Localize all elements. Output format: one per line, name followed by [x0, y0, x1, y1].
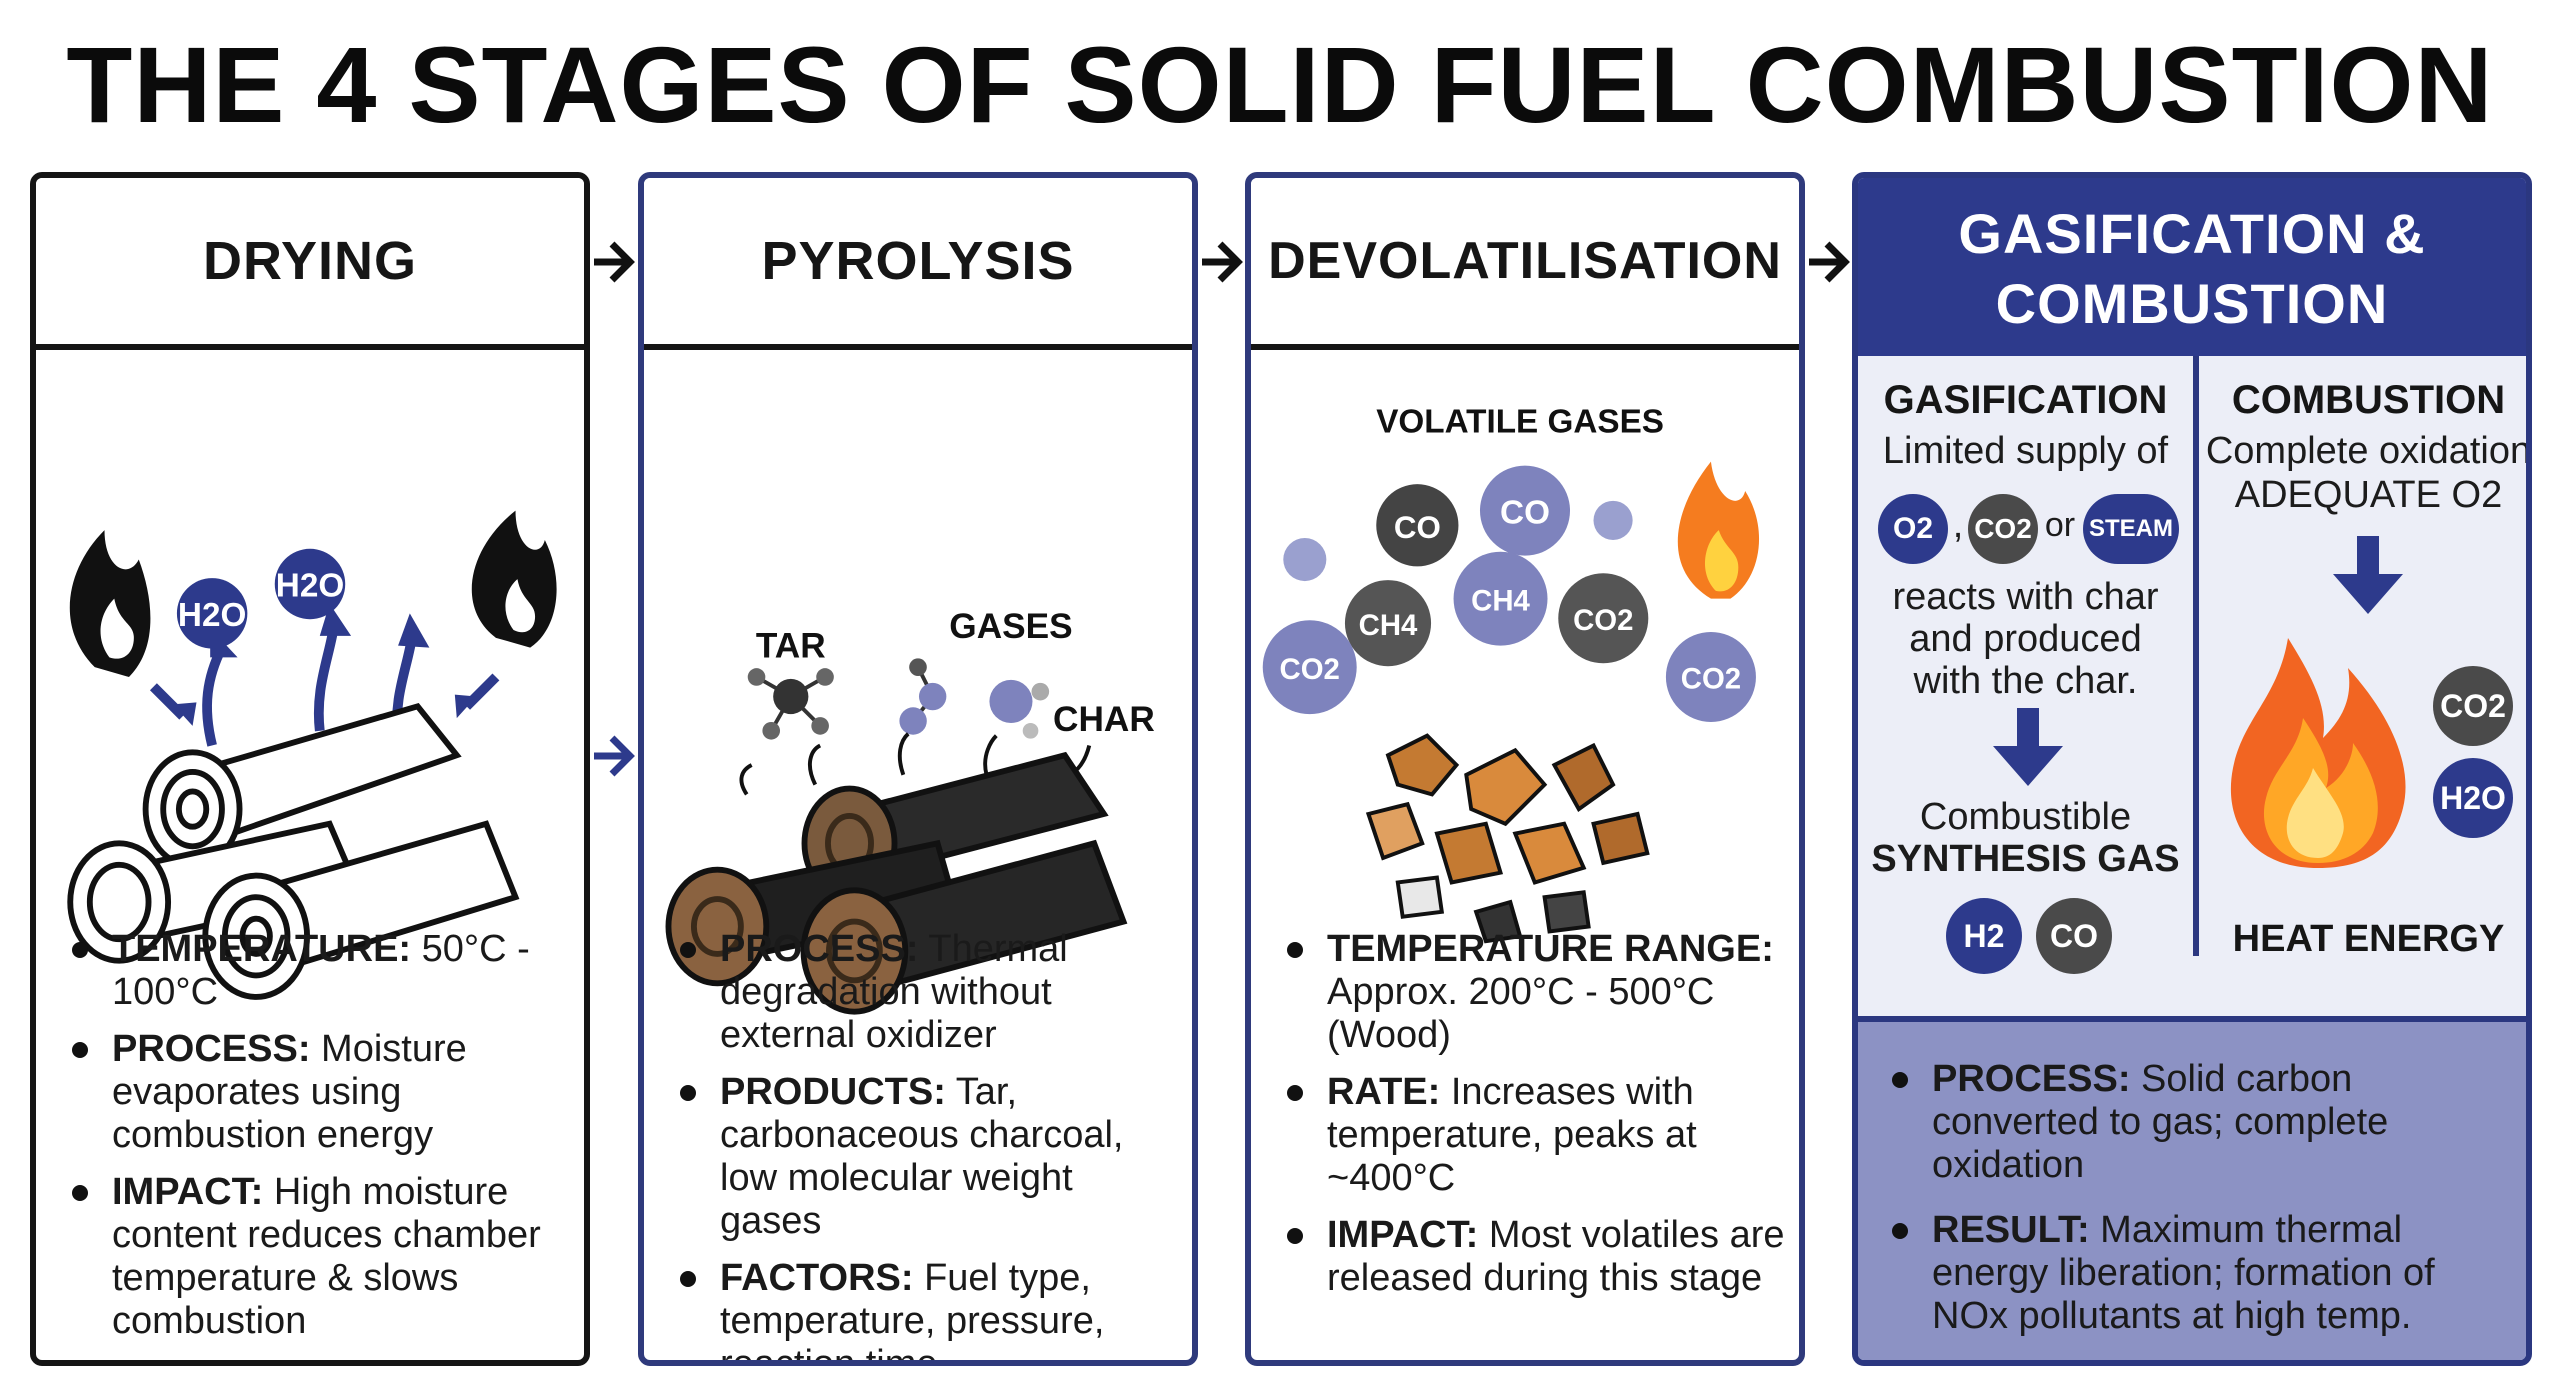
molecule-label: CH4: [1359, 609, 1418, 642]
stage-devolatilisation-panel: DEVOLATILISATION VOLATILE GASES CO CO CH…: [1245, 172, 1805, 1366]
flame-icon: [471, 510, 557, 648]
molecule-label: CO2: [1681, 663, 1741, 696]
h2-molecule: H2: [1946, 898, 2022, 974]
molecule-label: CO2: [1573, 604, 1633, 637]
gasification-output-line2: SYNTHESIS GAS: [1871, 838, 2180, 880]
arrow-right-icon: [594, 241, 635, 283]
list-item: PROCESS: Moisture evaporates using combu…: [66, 1028, 570, 1157]
co-molecule: CO: [2036, 898, 2112, 974]
arrow-right-icon: [1202, 241, 1243, 283]
combustion-line1: Complete oxidation: [2205, 430, 2532, 472]
tar-label: TAR: [756, 626, 826, 665]
molecule-label: CO: [1500, 494, 1550, 531]
molecule-label: CH4: [1471, 584, 1530, 617]
gasification-description: reacts with char and produced with the c…: [1892, 576, 2159, 702]
pyrolysis-illustration: TAR GASES CHAR: [665, 607, 1155, 1015]
char-label: CHAR: [1053, 700, 1155, 739]
flame-icon: [1677, 461, 1760, 599]
flame-icon: [2230, 638, 2406, 868]
list-item: TEMPERATURE RANGE: Approx. 200°C - 500°C…: [1281, 928, 1785, 1057]
list-item: RESULT: Maximum thermal energy liberatio…: [1886, 1209, 2512, 1338]
o2-molecule: O2: [1878, 494, 1948, 564]
list-item: PROCESS: Solid carbon converted to gas; …: [1886, 1058, 2512, 1187]
arrow-down-icon: [1993, 708, 2063, 786]
stage-heading: PYROLYSIS: [644, 178, 1192, 350]
arrow-right-icon: [594, 735, 635, 777]
molecule-label: CO: [1394, 510, 1441, 545]
steam-molecule: STEAM: [2083, 494, 2179, 564]
molecule-label: H2O: [178, 597, 246, 634]
stage-gasification-combustion-panel: GASIFICATION & COMBUSTION GASIFICATION L…: [1852, 172, 2532, 1366]
devolatilisation-facts-list: TEMPERATURE RANGE: Approx. 200°C - 500°C…: [1281, 928, 1785, 1314]
gasification-heading: GASIFICATION: [1883, 378, 2168, 422]
gasification-intro: Limited supply of: [1882, 430, 2169, 472]
divider: [2193, 356, 2199, 956]
combustion-line2: ADEQUATE O2: [2234, 474, 2503, 516]
stage-heading: GASIFICATION & COMBUSTION: [1858, 178, 2526, 356]
co2-molecule: CO2: [2433, 666, 2513, 746]
stage-heading: DRYING: [36, 178, 584, 350]
heat-energy-label: HEAT ENERGY: [2232, 918, 2505, 960]
list-item: FACTORS: Fuel type, temperature, pressur…: [674, 1257, 1178, 1360]
stage-drying-panel: DRYING H2O H2O: [30, 172, 590, 1366]
volatile-gases-illustration: VOLATILE GASES CO CO CH4 CH4 CO2 CO2 CO2: [1262, 403, 1760, 944]
stage-pyrolysis-panel: PYROLYSIS TAR GASES CHAR: [638, 172, 1198, 1366]
pyrolysis-facts-list: PROCESS: Thermal degradation without ext…: [674, 928, 1178, 1360]
list-item: IMPACT: High moisture content reduces ch…: [66, 1171, 570, 1343]
molecule-label: CO2: [1280, 653, 1340, 686]
arrow-right-icon: [1809, 241, 1850, 283]
logs: [67, 702, 520, 1000]
h2o-molecule: H2O: [2433, 758, 2513, 838]
charred-logs: [665, 751, 1128, 1015]
flame-icon: [69, 530, 151, 677]
gases-label: GASES: [949, 607, 1072, 646]
list-item: IMPACT: Most volatiles are released duri…: [1281, 1214, 1785, 1300]
page-title: THE 4 STAGES OF SOLID FUEL COMBUSTION: [66, 24, 2494, 145]
drying-facts-list: TEMPERATURE: 50°C - 100°C PROCESS: Moist…: [66, 928, 570, 1357]
arrow-down-icon: [2333, 536, 2403, 614]
combustion-heading: COMBUSTION: [2231, 378, 2506, 422]
drying-logs-illustration: H2O H2O: [67, 510, 557, 1000]
stage-heading: DEVOLATILISATION: [1251, 178, 1799, 350]
reactant-separator: ,: [1952, 504, 1964, 546]
list-item: PROCESS: Thermal degradation without ext…: [674, 928, 1178, 1057]
co2-molecule: CO2: [1968, 494, 2038, 564]
gasification-combustion-facts-list: PROCESS: Solid carbon converted to gas; …: [1886, 1058, 2512, 1360]
list-item: PRODUCTS: Tar, carbonaceous charcoal, lo…: [674, 1071, 1178, 1243]
stage-heading-line1: GASIFICATION &: [1958, 202, 2426, 265]
molecule-label: H2O: [276, 568, 344, 605]
volatile-gases-title: VOLATILE GASES: [1376, 403, 1664, 440]
summary-band: [1858, 1016, 2526, 1360]
char-debris: [1365, 733, 1650, 944]
stage-heading-line2: COMBUSTION: [1995, 272, 2389, 335]
reactant-or: or: [2044, 506, 2076, 544]
list-item: TEMPERATURE: 50°C - 100°C: [66, 928, 570, 1014]
gasification-output-line1: Combustible: [1919, 796, 2132, 838]
list-item: RATE: Increases with temperature, peaks …: [1281, 1071, 1785, 1200]
